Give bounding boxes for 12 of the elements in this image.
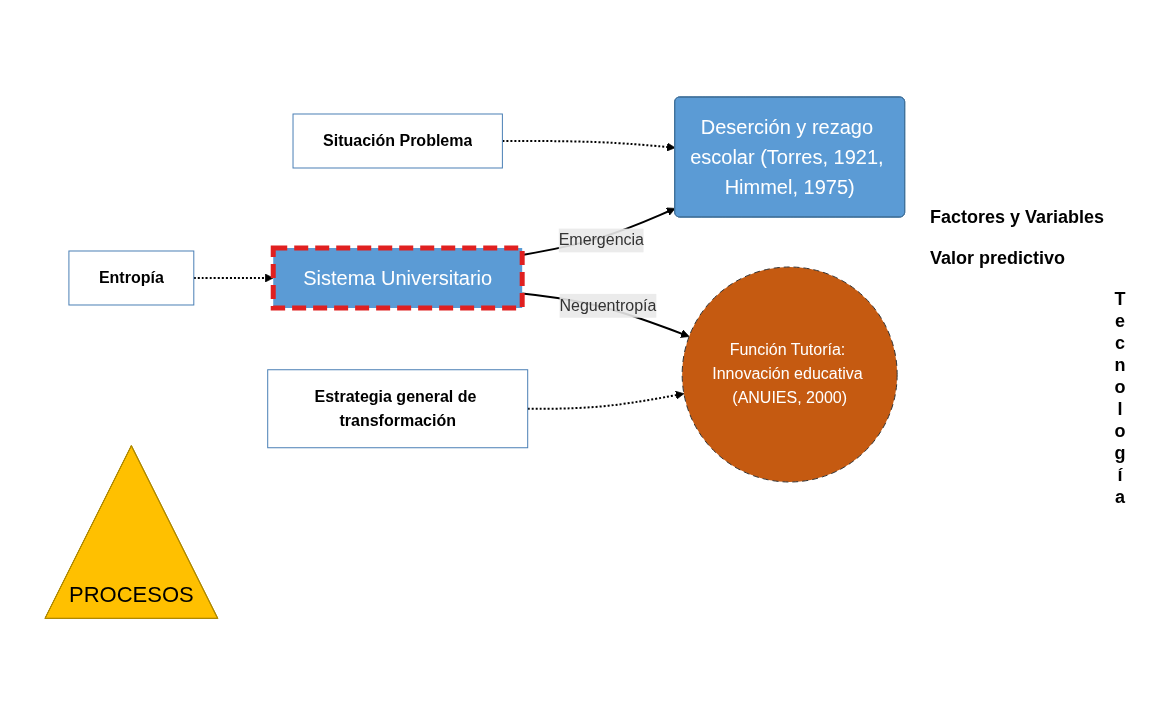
side-label: Valor predictivo (930, 247, 1067, 269)
arrow (526, 390, 685, 410)
vertical-label: Tecnología (1109, 288, 1130, 509)
side-label: Factores y Variables (930, 206, 1106, 228)
node-box: Sistema Universitario (270, 245, 525, 311)
node-box: Situación Problema (292, 113, 504, 169)
node-circle: Función Tutoría: Innovación educativa (ANUIES, 2000) (681, 266, 898, 483)
edge-label: Emergencia (558, 231, 645, 249)
edge-label: Neguentropía (559, 296, 657, 314)
node-box: Estrategia general de transformación (267, 369, 529, 449)
node-box: Entropía (68, 250, 195, 306)
arrow (501, 139, 676, 152)
